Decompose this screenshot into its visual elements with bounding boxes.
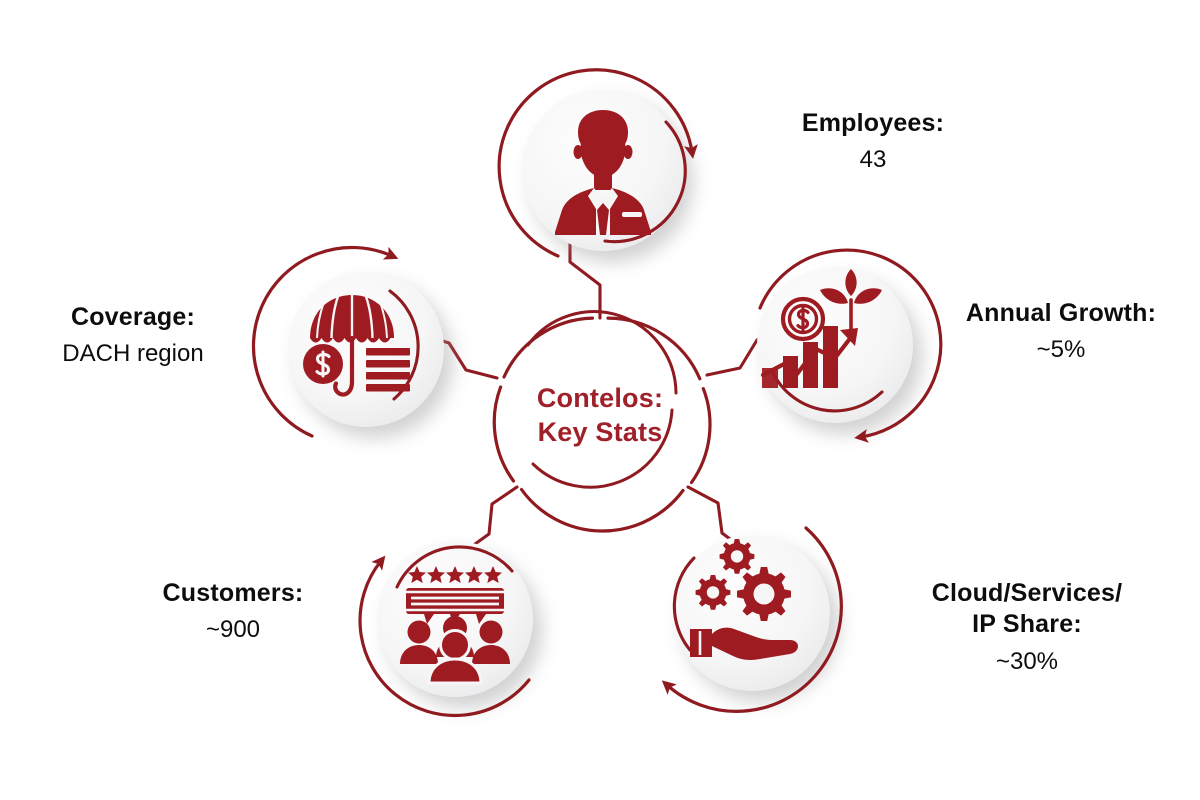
node-employees[interactable] xyxy=(497,68,698,258)
node-annual-growth-arrow-arc xyxy=(758,248,943,443)
node-annual-growth[interactable] xyxy=(757,248,943,443)
center-inner-arc-top xyxy=(526,310,678,395)
center-outer-ring xyxy=(606,316,702,381)
label-customers-title: Customers: xyxy=(162,579,304,607)
label-employees-title: Employees: xyxy=(801,109,945,137)
node-cloud-services[interactable] xyxy=(661,526,843,713)
node-cloud-services-arrow-arc xyxy=(661,526,843,713)
growth-chart-icon xyxy=(760,269,882,388)
node-annual-growth-inner-arc xyxy=(770,369,884,413)
label-cloud-services-value: ~30% xyxy=(995,647,1059,675)
label-cloud-services-title: Cloud/Services/ IP Share: xyxy=(931,579,1123,639)
label-customers: Customers: ~900 xyxy=(110,578,356,645)
businessman-icon xyxy=(555,110,651,235)
umbrella-money-icon xyxy=(303,295,410,397)
center-inner-arc-bottom xyxy=(531,408,674,489)
node-coverage[interactable] xyxy=(251,245,444,438)
center-hub[interactable] xyxy=(492,310,712,533)
rating-stars xyxy=(408,566,502,583)
connector-lines xyxy=(428,234,774,551)
node-customers[interactable] xyxy=(358,541,533,717)
label-coverage-value: DACH region xyxy=(62,340,204,368)
label-coverage-title: Coverage: xyxy=(70,303,196,331)
label-customers-value: ~900 xyxy=(205,616,261,644)
hand-gears-icon xyxy=(690,539,798,660)
label-employees: Employees: 43 xyxy=(748,108,998,175)
customer-review-icon xyxy=(400,566,510,685)
label-annual-growth-title: Annual Growth: xyxy=(965,299,1157,327)
node-employees-arrow-arc xyxy=(497,68,698,258)
node-cloud-services-inner-arc xyxy=(672,556,696,652)
label-coverage: Coverage: DACH region xyxy=(8,302,258,369)
connector-to-customers xyxy=(466,485,519,551)
label-annual-growth: Annual Growth: ~5% xyxy=(930,298,1192,365)
connector-to-employees xyxy=(568,234,602,320)
node-customers-arrow-arc xyxy=(358,555,531,717)
node-customers-inner-arc xyxy=(395,545,514,589)
node-employees-inner-arc xyxy=(603,120,687,244)
center-hub-title: Contelos: Key Stats xyxy=(536,383,664,447)
label-cloud-services: Cloud/Services/ IP Share: ~30% xyxy=(882,578,1172,677)
node-coverage-arrow-arc xyxy=(251,245,399,438)
label-annual-growth-value: ~5% xyxy=(1036,336,1086,364)
label-employees-value: 43 xyxy=(859,146,887,174)
